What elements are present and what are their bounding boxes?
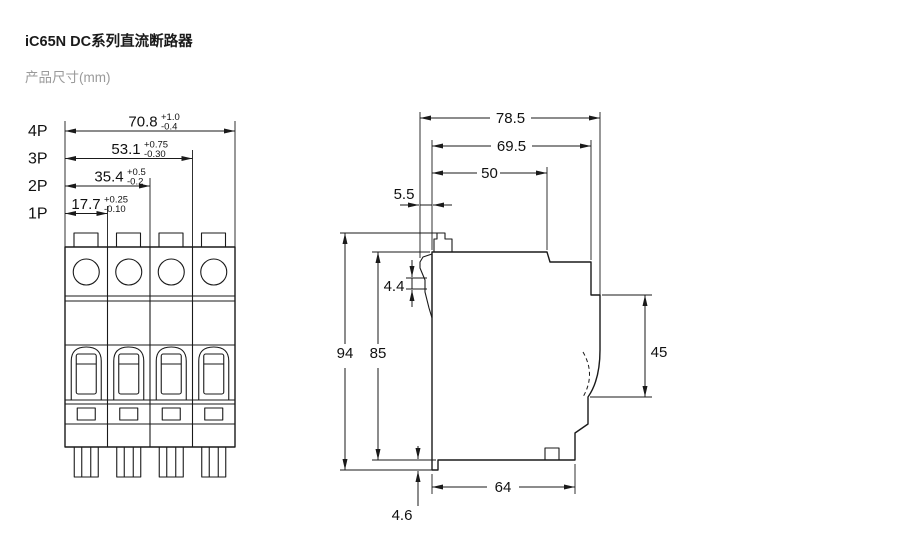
side-view-dimension-lines bbox=[340, 112, 652, 506]
dim-value-3p: 53.1 bbox=[111, 141, 140, 158]
front-clip-blade bbox=[419, 253, 433, 319]
dim-tol-dn-1p: -0.10 bbox=[104, 204, 126, 215]
toggle-handle bbox=[160, 353, 182, 395]
label-window bbox=[76, 407, 96, 421]
front-view-body bbox=[64, 232, 236, 478]
dim-tol-up-3p: +0.75 bbox=[144, 140, 168, 151]
bottom-terminal-tab bbox=[158, 446, 184, 478]
dim-value-overall-depth-top: 78.5 bbox=[496, 110, 525, 127]
dim-tol-up-1p: +0.25 bbox=[104, 195, 128, 206]
dim-value-1p: 17.7 bbox=[71, 196, 100, 213]
top-terminal-tab bbox=[158, 232, 184, 248]
dim-value-rear-height: 45 bbox=[651, 344, 668, 361]
dim-tol-dn-3p: -0.30 bbox=[144, 149, 166, 160]
terminal-screw bbox=[200, 258, 228, 286]
page-subtitle: 产品尺寸(mm) bbox=[25, 70, 111, 85]
bottom-terminal-tab bbox=[73, 446, 99, 478]
label-window bbox=[161, 407, 181, 421]
toggle-arch bbox=[155, 346, 187, 400]
page-title: iC65N DC系列直流断路器 bbox=[25, 34, 193, 50]
dim-tol-dn-2p: -0.2 bbox=[127, 177, 143, 188]
dim-value-bottom-depth: 64 bbox=[495, 479, 512, 496]
top-terminal-tab-side bbox=[433, 232, 453, 252]
label-window bbox=[119, 407, 139, 421]
dim-tol-dn-4p: -0.4 bbox=[161, 122, 177, 133]
side-view-labels: 78.5 69.5 50 5.5 4.4 94 85 45 64 4.6 bbox=[337, 110, 668, 524]
dim-value-2p: 35.4 bbox=[94, 169, 123, 186]
toggle-handle bbox=[203, 353, 225, 395]
rear-bulge-hidden-line bbox=[582, 351, 590, 398]
terminal-screw bbox=[115, 258, 143, 286]
top-terminal-tab bbox=[73, 232, 99, 248]
dim-value-depth-front-top: 50 bbox=[481, 165, 498, 182]
toggle-arch bbox=[113, 346, 145, 400]
pole-label-3p: 3P bbox=[28, 151, 48, 168]
dim-value-body-height: 85 bbox=[370, 345, 387, 362]
bottom-terminal-tab bbox=[201, 446, 227, 478]
dim-value-clip-step: 4.4 bbox=[384, 278, 405, 295]
pole-label-4p: 4P bbox=[28, 123, 48, 140]
label-window bbox=[204, 407, 224, 421]
dim-value-overall-height: 94 bbox=[337, 345, 354, 362]
side-profile bbox=[431, 251, 601, 471]
terminal-screw bbox=[157, 258, 185, 286]
din-rail-slot bbox=[544, 447, 560, 460]
pole-label-2p: 2P bbox=[28, 178, 48, 195]
dim-value-depth-mid: 69.5 bbox=[497, 138, 526, 155]
toggle-handle bbox=[118, 353, 140, 395]
toggle-arch bbox=[70, 346, 102, 400]
pole-label-1p: 1P bbox=[28, 206, 48, 223]
dim-value-4p: 70.8 bbox=[128, 114, 157, 131]
front-view-dimension-lines bbox=[64, 121, 236, 247]
front-view: 4P 3P 2P 1P 70.8 +1.0 -0.4 53.1 +0.75 -0… bbox=[28, 112, 236, 478]
dim-tol-up-4p: +1.0 bbox=[161, 112, 180, 123]
toggle-handle bbox=[75, 353, 97, 395]
front-view-labels: 4P 3P 2P 1P 70.8 +1.0 -0.4 53.1 +0.75 -0… bbox=[28, 112, 180, 223]
dim-value-front-clip: 5.5 bbox=[394, 186, 415, 203]
toggle-arch bbox=[198, 346, 230, 400]
dim-value-bottom-step: 4.6 bbox=[392, 507, 413, 524]
top-terminal-tab bbox=[200, 232, 227, 248]
bottom-terminal-tab bbox=[116, 446, 142, 478]
dim-tol-up-2p: +0.5 bbox=[127, 167, 146, 178]
top-terminal-tab bbox=[115, 232, 142, 248]
side-view: 78.5 69.5 50 5.5 4.4 94 85 45 64 4.6 bbox=[337, 110, 668, 524]
terminal-screw bbox=[72, 258, 100, 286]
side-view-body bbox=[419, 232, 601, 471]
